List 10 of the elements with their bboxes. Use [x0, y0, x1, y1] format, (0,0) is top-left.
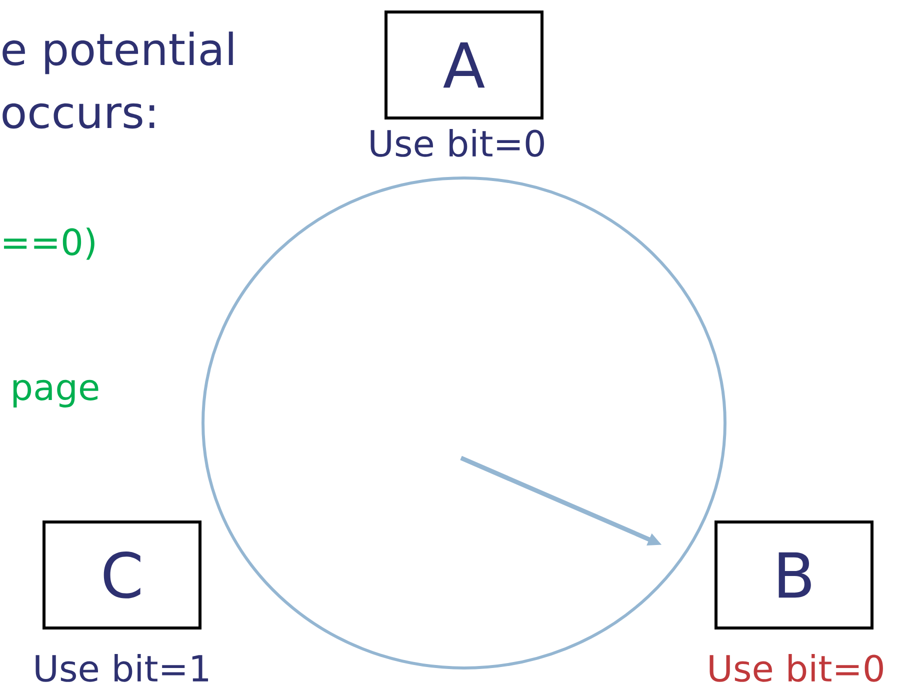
slide-text: page [13, 380, 98, 408]
slide-text: ==0) [4, 228, 94, 260]
letter-box: C [42, 520, 202, 630]
slide-text: occurs: [2, 103, 154, 129]
letter-box: A [384, 10, 544, 120]
use-bit-label: Use bit=0 [710, 654, 883, 682]
slide-text: e potential [2, 32, 233, 74]
use-bit-label: Use bit=1 [36, 654, 208, 682]
letter-box: B [714, 520, 874, 630]
use-bit-label: Use bit=0 [370, 129, 544, 157]
